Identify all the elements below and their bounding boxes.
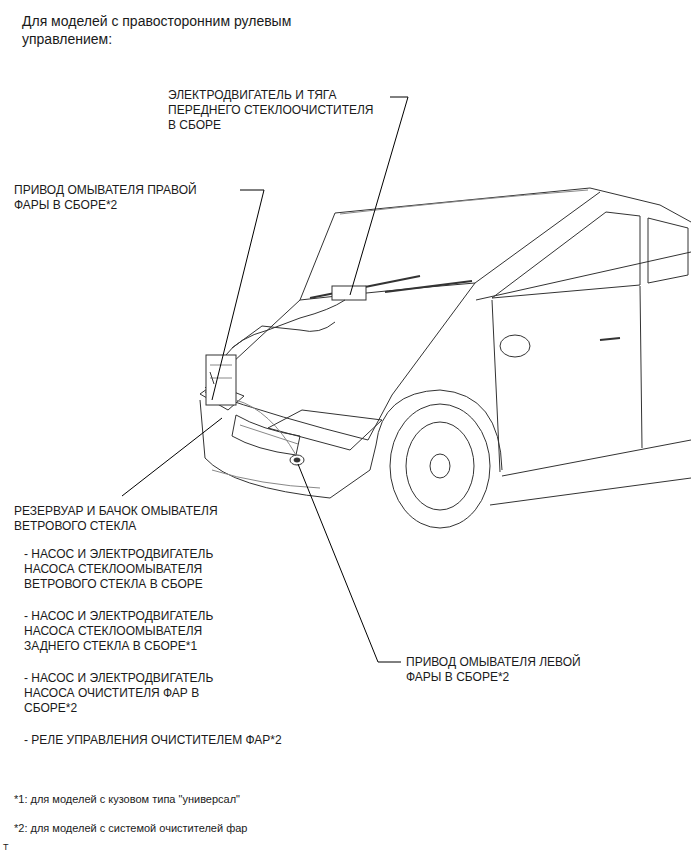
part-label: ЭЛЕКТРОДВИГАТЕЛЬ И ТЯГА ПЕРЕДНЕГО СТЕКЛО… xyxy=(168,88,380,133)
part-label: РЕЗЕРВУАР И БАЧОК ОМЫВАТЕЛЯ ВЕТРОВОГО СТ… xyxy=(14,504,259,534)
diagram-title: Для моделей с правосторонним рулевым упр… xyxy=(22,12,352,48)
part-label: - РЕЛЕ УПРАВЛЕНИЯ ОЧИСТИТЕЛЕМ ФАР*2 xyxy=(24,733,284,748)
footnote: *1: для моделей с кузовом типа "универса… xyxy=(14,792,414,806)
part-label: - НАСОС И ЭЛЕКТРОДВИГАТЕЛЬ НАСОСА ОЧИСТИ… xyxy=(24,671,246,716)
part-label: - НАСОС И ЭЛЕКТРОДВИГАТЕЛЬ НАСОСА СТЕКЛО… xyxy=(24,609,246,654)
part-label: - НАСОС И ЭЛЕКТРОДВИГАТЕЛЬ НАСОСА СТЕКЛО… xyxy=(24,547,246,592)
part-label: ПРИВОД ОМЫВАТЕЛЯ ЛЕВОЙ ФАРЫ В СБОРЕ*2 xyxy=(406,655,616,685)
watermark: T xyxy=(3,842,23,852)
part-label: ПРИВОД ОМЫВАТЕЛЯ ПРАВОЙ ФАРЫ В СБОРЕ*2 xyxy=(14,183,224,213)
footnote: *2: для моделей с системой очистителей ф… xyxy=(14,821,414,835)
